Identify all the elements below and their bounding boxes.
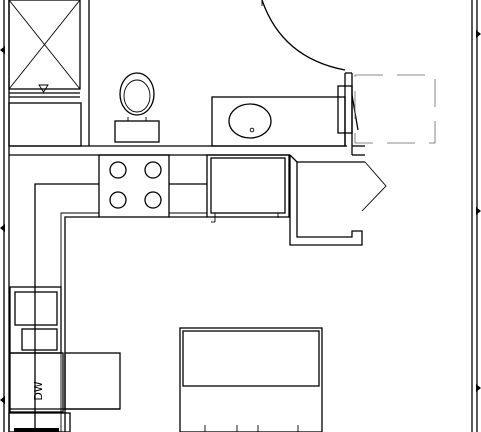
dishwasher-label: DW [32,381,45,400]
dishwasher: DW [9,352,64,413]
pocket-door [337,74,436,144]
closet [289,154,387,246]
refrigerator [206,154,290,223]
dining-table [179,327,323,432]
bathroom-walls [9,0,365,156]
shower [8,0,82,147]
vanity-sink [211,96,346,147]
door-swing [261,0,346,71]
range-base [8,412,71,432]
toilet [114,72,160,143]
peninsula [9,352,121,410]
cooktop [98,154,170,218]
